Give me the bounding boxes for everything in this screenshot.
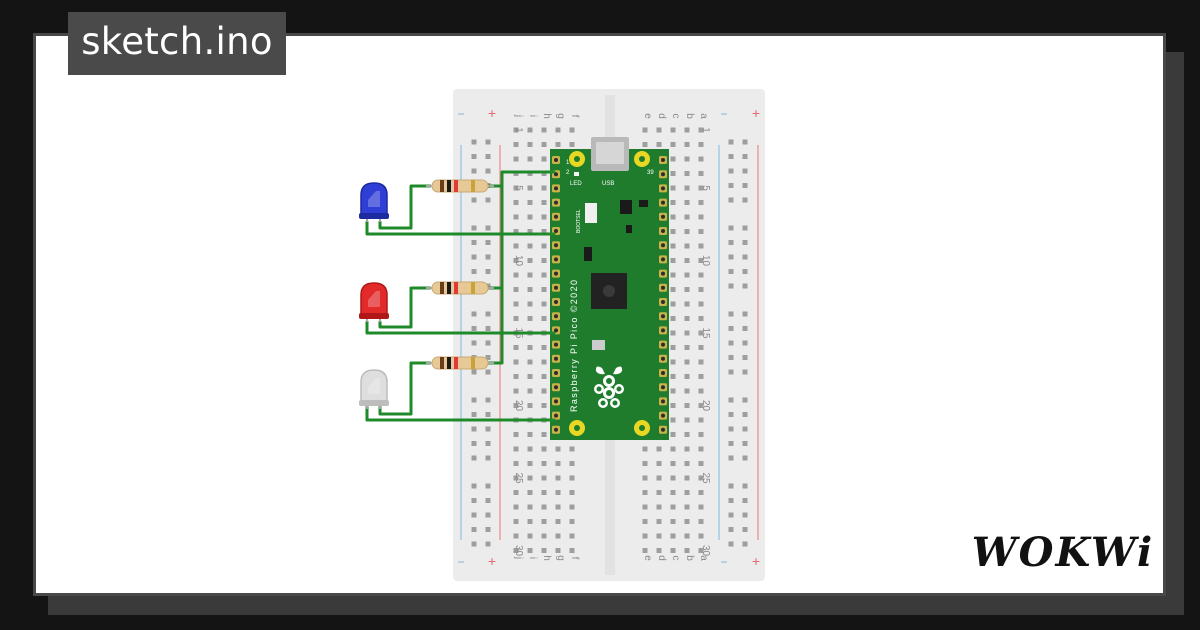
column-letter: b (684, 555, 695, 561)
pico-pin1-label: 1 (566, 160, 570, 166)
raspberry-logo-icon (594, 366, 624, 408)
column-letter: e (642, 113, 653, 119)
sketch-title: sketch.ino (68, 12, 286, 75)
rail-minus-bottom-left: − (457, 555, 464, 569)
column-letter: a (698, 555, 709, 561)
column-letter: j (513, 556, 524, 559)
row-number: 20 (700, 400, 711, 412)
column-letter: d (656, 113, 667, 119)
rail-minus-top-left: − (457, 107, 464, 121)
column-letter: h (541, 113, 552, 119)
row-number: 1 (700, 127, 711, 133)
column-letter: c (670, 556, 681, 561)
bootsel-label: BOOTSEL (576, 209, 582, 233)
rail-plus-bottom-right: + (752, 553, 760, 569)
row-number: 30 (700, 545, 711, 557)
rail-plus-top-left: + (488, 105, 496, 121)
pico-pin39-label: 39 (647, 170, 654, 176)
column-letter: g (555, 555, 566, 561)
wire-red-led (365, 320, 556, 335)
rail-plus-bottom-left: + (488, 553, 496, 569)
row-number: 20 (513, 400, 524, 412)
row-number: 10 (700, 255, 711, 267)
usb-label: USB (602, 181, 614, 187)
wire-white-led-2 (378, 361, 432, 416)
column-letter: f (569, 115, 580, 118)
blue-led[interactable] (359, 182, 389, 222)
resistor[interactable] (426, 179, 494, 193)
column-letter: a (698, 113, 709, 119)
red-led[interactable] (359, 282, 389, 322)
column-letter: f (569, 557, 580, 560)
raspberry-pi-pico[interactable]: 1 2 39 LED USB BOOTSEL Raspberry Pi Pico… (550, 137, 669, 440)
pico-pin2-label: 2 (566, 170, 570, 176)
row-number: 30 (513, 545, 524, 557)
wokwi-logo-text: WOKWi (972, 529, 1155, 576)
wire-common (486, 170, 556, 188)
column-letter: c (670, 114, 681, 119)
row-number: 5 (700, 185, 711, 191)
bootsel-button[interactable] (585, 203, 597, 223)
row-number: 25 (513, 472, 524, 484)
resistor[interactable] (426, 356, 494, 370)
column-letter: i (527, 557, 538, 559)
rail-plus-top-right: + (752, 105, 760, 121)
row-number: 5 (513, 185, 524, 191)
white-led[interactable] (359, 369, 389, 409)
led-label: LED (570, 181, 582, 187)
column-letter: e (642, 555, 653, 561)
resistor[interactable] (426, 281, 494, 295)
column-letter: b (684, 113, 695, 119)
row-number: 10 (513, 255, 524, 267)
row-number: 1 (513, 127, 524, 133)
row-number: 25 (700, 472, 711, 484)
wire-white-led (365, 405, 556, 422)
wires (365, 170, 556, 422)
board-text: Raspberry Pi Pico ©2020 (569, 279, 579, 412)
column-letter: h (541, 555, 552, 561)
column-letter: i (527, 115, 538, 117)
wire-blue-led (365, 220, 556, 236)
column-letter: g (555, 113, 566, 119)
onboard-led (574, 172, 579, 176)
row-number: 15 (700, 327, 711, 339)
wokwi-logo: WOKWi (972, 529, 1155, 576)
column-letter: d (656, 555, 667, 561)
rail-minus-top-right: − (720, 107, 727, 121)
column-letter: j (513, 114, 524, 117)
rail-minus-bottom-right: − (720, 555, 727, 569)
wire-blue-led-2 (378, 184, 432, 230)
wire-red-led-2 (378, 286, 432, 329)
